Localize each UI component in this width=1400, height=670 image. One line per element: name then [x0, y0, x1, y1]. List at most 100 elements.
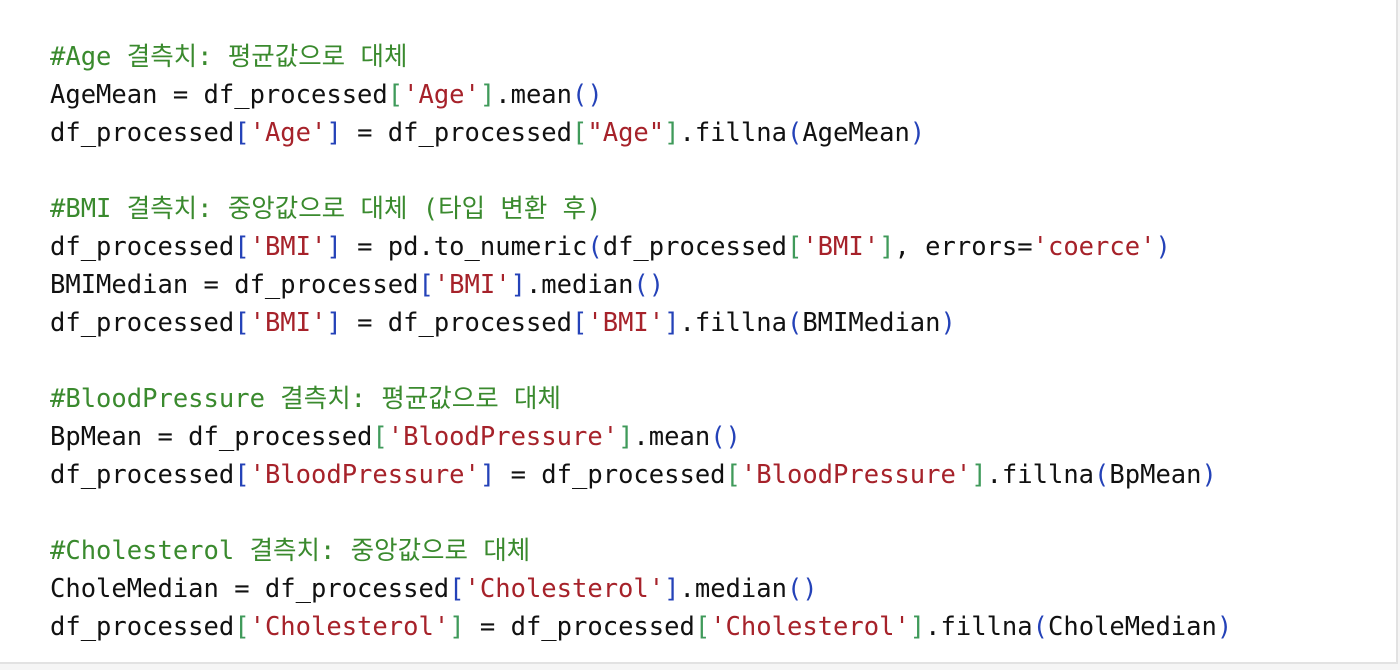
code-comment: #BMI 결측치: 중앙값으로 대체 (타입 변환 후)	[50, 194, 602, 224]
code-token: , errors=	[894, 232, 1033, 262]
code-token: 'Cholesterol'	[249, 612, 450, 642]
code-line: df_processed['BMI'] = pd.to_numeric(df_p…	[50, 228, 1232, 266]
code-token: [	[234, 460, 250, 490]
code-comment: #Age 결측치: 평균값으로 대체	[50, 42, 408, 72]
code-token: [	[234, 232, 250, 262]
code-token: ()	[633, 270, 665, 300]
code-token: [	[449, 574, 465, 604]
code-token: .mean	[495, 80, 573, 110]
code-token: 'coerce'	[1032, 232, 1156, 262]
code-token: (	[587, 232, 603, 262]
code-token: df_processed	[50, 118, 235, 148]
code-line: df_processed['Cholesterol'] = df_process…	[50, 608, 1232, 646]
code-token: "Age"	[587, 118, 665, 148]
code-token: CholeMedian = df_processed	[50, 574, 450, 604]
code-token: ]	[664, 118, 680, 148]
code-token: [	[418, 270, 434, 300]
code-token: ()	[786, 574, 818, 604]
code-token: [	[725, 460, 741, 490]
code-token: = df_processed	[341, 118, 573, 148]
code-token: 'BMI'	[249, 232, 327, 262]
code-token: AgeMean = df_processed	[50, 80, 388, 110]
code-token: 'BMI'	[249, 308, 327, 338]
code-token: 'Cholesterol'	[464, 574, 665, 604]
code-line: df_processed['BMI'] = df_processed['BMI'…	[50, 304, 1232, 342]
code-token: )	[1155, 232, 1171, 262]
code-token: .fillna	[679, 308, 787, 338]
code-token: [	[572, 308, 588, 338]
code-token: ]	[326, 118, 342, 148]
code-line: #Age 결측치: 평균값으로 대체	[50, 38, 1232, 76]
code-line: df_processed['Age'] = df_processed["Age"…	[50, 114, 1232, 152]
code-token: BMIMedian	[802, 308, 941, 338]
code-token: df_processed	[602, 232, 787, 262]
code-token: ]	[449, 612, 465, 642]
code-token: 'BloodPressure'	[249, 460, 480, 490]
code-token: ]	[326, 308, 342, 338]
code-token: )	[1216, 612, 1233, 642]
code-token: 'BMI'	[587, 308, 665, 338]
code-token: 'BMI'	[433, 270, 511, 300]
code-comment: #BloodPressure 결측치: 평균값으로 대체	[50, 384, 561, 414]
code-token: CholeMedian	[1047, 612, 1217, 642]
code-token: ]	[664, 574, 680, 604]
code-line: AgeMean = df_processed['Age'].mean()	[50, 76, 1232, 114]
code-token: [	[234, 118, 250, 148]
code-token: .mean	[633, 422, 711, 452]
code-block: #Age 결측치: 평균값으로 대체 AgeMean = df_processed…	[50, 38, 1232, 646]
code-token: [	[572, 118, 588, 148]
code-token: BMIMedian = df_processed	[50, 270, 419, 300]
code-token: BpMean = df_processed	[50, 422, 373, 452]
blank-line	[50, 494, 1232, 532]
code-token: .median	[679, 574, 787, 604]
code-line: #Cholesterol 결측치: 중앙값으로 대체	[50, 532, 1232, 570]
code-token: 'Age'	[249, 118, 327, 148]
code-token: ]	[879, 232, 895, 262]
code-token: (	[786, 118, 803, 148]
code-token: df_processed	[50, 612, 235, 642]
code-token: .fillna	[925, 612, 1033, 642]
code-token: 'BMI'	[802, 232, 880, 262]
code-token: ]	[618, 422, 634, 452]
code-token: (	[786, 308, 803, 338]
code-token: df_processed	[50, 232, 235, 262]
code-token: df_processed	[50, 460, 235, 490]
code-token: [	[387, 80, 404, 110]
code-token: [	[372, 422, 388, 452]
code-token: .fillna	[679, 118, 787, 148]
code-token: [	[786, 232, 803, 262]
code-token: 'BloodPressure'	[740, 460, 972, 490]
code-token: 'Cholesterol'	[710, 612, 910, 642]
code-line: df_processed['BloodPressure'] = df_proce…	[50, 456, 1232, 494]
code-token: BpMean	[1109, 460, 1202, 490]
code-token: 'Age'	[403, 80, 480, 110]
code-line: CholeMedian = df_processed['Cholesterol'…	[50, 570, 1232, 608]
code-token: ]	[510, 270, 526, 300]
code-token: ]	[909, 612, 926, 642]
code-token: ]	[479, 460, 496, 490]
code-comment: #Cholesterol 결측치: 중앙값으로 대체	[50, 536, 531, 566]
code-line: BpMean = df_processed['BloodPressure'].m…	[50, 418, 1232, 456]
code-token: = df_processed	[341, 308, 573, 338]
code-token: ()	[710, 422, 741, 452]
code-token: [	[234, 308, 250, 338]
blank-line	[50, 342, 1232, 380]
code-line: #BloodPressure 결측치: 평균값으로 대체	[50, 380, 1232, 418]
code-token: (	[1032, 612, 1048, 642]
code-token: ]	[479, 80, 496, 110]
code-line: #BMI 결측치: 중앙값으로 대체 (타입 변환 후)	[50, 190, 1232, 228]
code-token: ]	[326, 232, 342, 262]
code-token: AgeMean	[802, 118, 910, 148]
blank-line	[50, 152, 1232, 190]
code-token: ]	[971, 460, 987, 490]
code-token: )	[1201, 460, 1217, 490]
code-token: df_processed	[50, 308, 235, 338]
code-token: = df_processed	[464, 612, 695, 642]
code-token: = pd.to_numeric	[341, 232, 588, 262]
code-token: = df_processed	[495, 460, 726, 490]
code-token: [	[694, 612, 711, 642]
code-token: )	[909, 118, 926, 148]
code-token: .fillna	[986, 460, 1095, 490]
code-token: ]	[664, 308, 680, 338]
